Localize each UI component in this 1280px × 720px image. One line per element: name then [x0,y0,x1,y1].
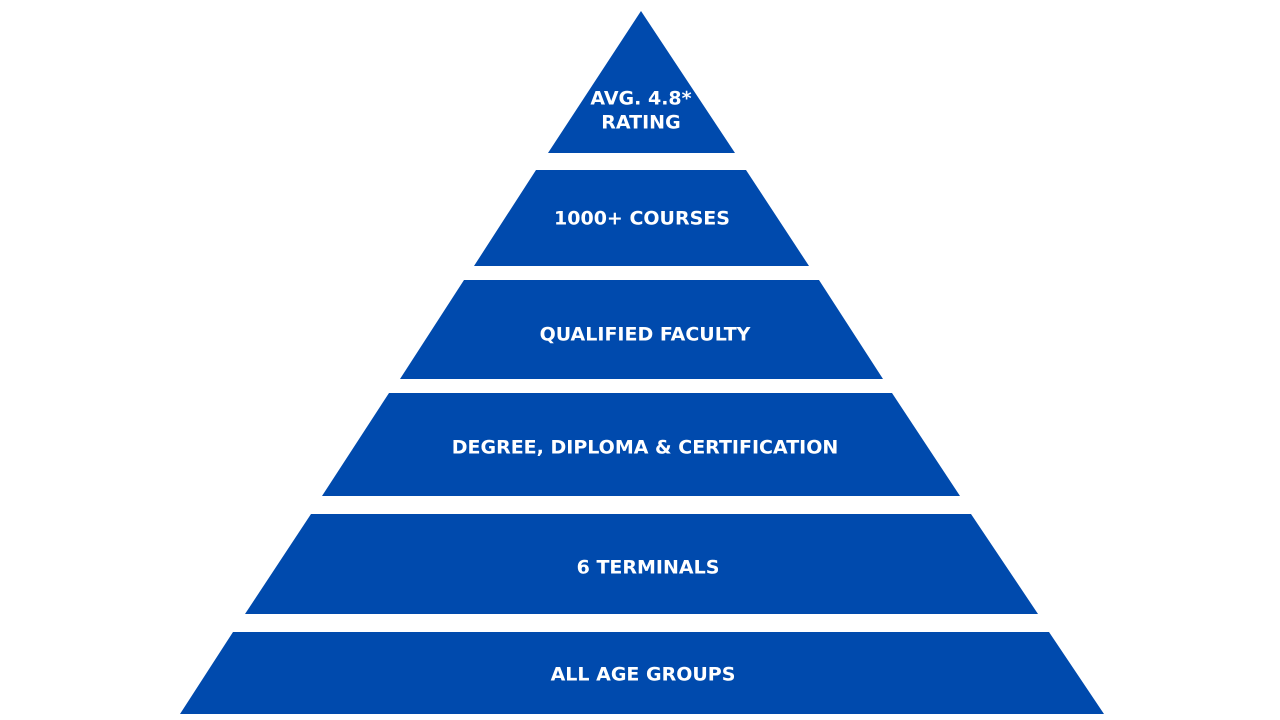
tier-1-label-line-2: RATING [601,112,680,134]
tier-3-label: QUALIFIED FACULTY [540,324,751,346]
tier-2-label: 1000+ COURSES [554,208,730,230]
tier-2: 1000+ COURSES [474,170,809,266]
tier-1-label-line-1: AVG. 4.8* [590,88,691,110]
tier-2-shape [474,170,809,266]
tier-4: DEGREE, DIPLOMA & CERTIFICATION [322,393,960,496]
tier-6: ALL AGE GROUPS [180,632,1104,714]
tier-6-label: ALL AGE GROUPS [551,664,736,686]
tier-3: QUALIFIED FACULTY [400,280,883,379]
tier-3-shape [400,280,883,379]
tier-5-shape [245,514,1038,614]
tier-1-shape [548,11,735,153]
tier-4-label: DEGREE, DIPLOMA & CERTIFICATION [452,437,839,459]
tier-4-shape [322,393,960,496]
tier-5: 6 TERMINALS [245,514,1038,614]
tier-6-shape [180,632,1104,714]
tier-5-label: 6 TERMINALS [577,557,720,579]
tier-1: AVG. 4.8* RATING [548,11,735,153]
